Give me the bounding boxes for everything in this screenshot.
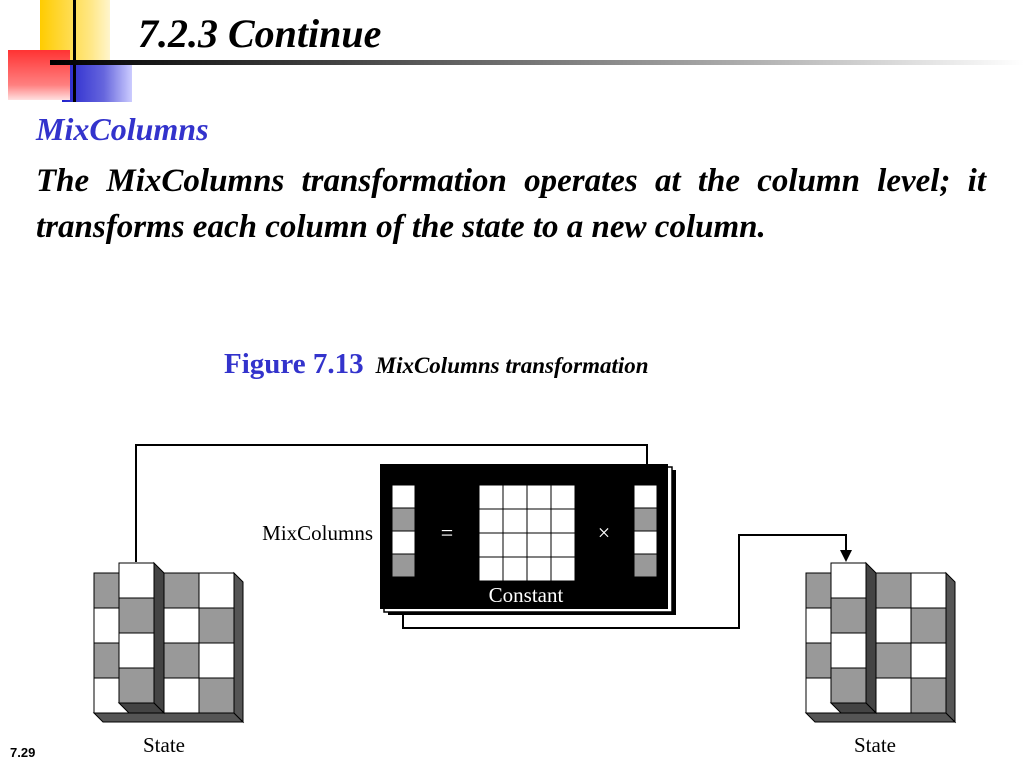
left-state-block — [92, 561, 245, 724]
state-cell — [163, 677, 200, 714]
constant-cell — [550, 556, 576, 582]
state-bottom-face — [92, 712, 245, 723]
state-cell — [163, 572, 200, 609]
operation-label: MixColumns — [262, 521, 373, 545]
raised-column-cell — [118, 562, 155, 599]
constant-cell — [502, 484, 528, 510]
constant-cell — [478, 556, 504, 582]
column-cell — [633, 553, 658, 578]
right-state-block — [804, 561, 957, 724]
state-right-face — [233, 571, 244, 724]
column-cell — [633, 507, 658, 532]
state-cell — [198, 572, 235, 609]
state-cell — [910, 572, 947, 609]
body-paragraph: The MixColumns transformation operates a… — [36, 163, 986, 245]
state-cell — [875, 607, 912, 644]
column-cell — [391, 484, 416, 509]
raised-column-cell — [118, 597, 155, 634]
constant-cell — [502, 556, 528, 582]
state-cell — [910, 607, 947, 644]
figure-caption: Figure 7.13 MixColumns transformation — [224, 348, 649, 381]
constant-cell — [526, 556, 552, 582]
column-cell — [391, 553, 416, 578]
logo-red-square — [8, 50, 70, 100]
state-cell — [198, 607, 235, 644]
state-cell — [910, 642, 947, 679]
operation-left-column — [391, 484, 416, 578]
left-state-label: State — [143, 733, 185, 757]
section-subheading: MixColumns — [36, 111, 209, 147]
column-cell — [633, 530, 658, 555]
state-cell — [875, 677, 912, 714]
figure-description: MixColumns transformation — [375, 353, 649, 378]
operation-right-column — [633, 484, 658, 578]
constant-label: Constant — [489, 583, 564, 607]
constant-cell — [526, 508, 552, 534]
column-cell — [391, 530, 416, 555]
figure-number: Figure 7.13 — [224, 348, 364, 380]
raised-column-cell — [830, 597, 867, 634]
state-cell — [875, 642, 912, 679]
raised-column-cell — [830, 667, 867, 704]
constant-cell — [502, 508, 528, 534]
raised-column-cell — [830, 632, 867, 669]
title-rule — [50, 60, 1024, 65]
state-right-face — [945, 571, 956, 724]
right-state-label: State — [854, 733, 896, 757]
equals-symbol: = — [441, 520, 453, 545]
state-cell — [163, 607, 200, 644]
constant-cell — [550, 508, 576, 534]
raised-column-side — [865, 561, 877, 715]
raised-column-cell — [118, 667, 155, 704]
constant-cell — [526, 532, 552, 558]
raised-column-cell — [118, 632, 155, 669]
raised-column-cell — [830, 562, 867, 599]
constant-cell — [478, 484, 504, 510]
constant-cell — [550, 532, 576, 558]
slide-title: 7.2.3 Continue — [138, 11, 382, 56]
connector-line-top — [135, 444, 648, 562]
page-number: 7.29 — [10, 745, 36, 760]
state-cell — [163, 642, 200, 679]
state-cell — [910, 677, 947, 714]
connector-line-bottom — [402, 534, 847, 629]
state-cell — [198, 642, 235, 679]
arrow-head-icon — [840, 550, 852, 562]
constant-cell — [478, 508, 504, 534]
constant-matrix — [478, 484, 576, 582]
constant-cell — [502, 532, 528, 558]
state-bottom-face — [804, 712, 957, 723]
constant-cell — [526, 484, 552, 510]
raised-column-side — [153, 561, 165, 715]
state-cell — [875, 572, 912, 609]
column-cell — [391, 507, 416, 532]
column-cell — [633, 484, 658, 509]
constant-cell — [550, 484, 576, 510]
logo-vertical-bar — [73, 0, 76, 102]
constant-cell — [478, 532, 504, 558]
times-symbol: × — [598, 520, 610, 545]
state-cell — [198, 677, 235, 714]
